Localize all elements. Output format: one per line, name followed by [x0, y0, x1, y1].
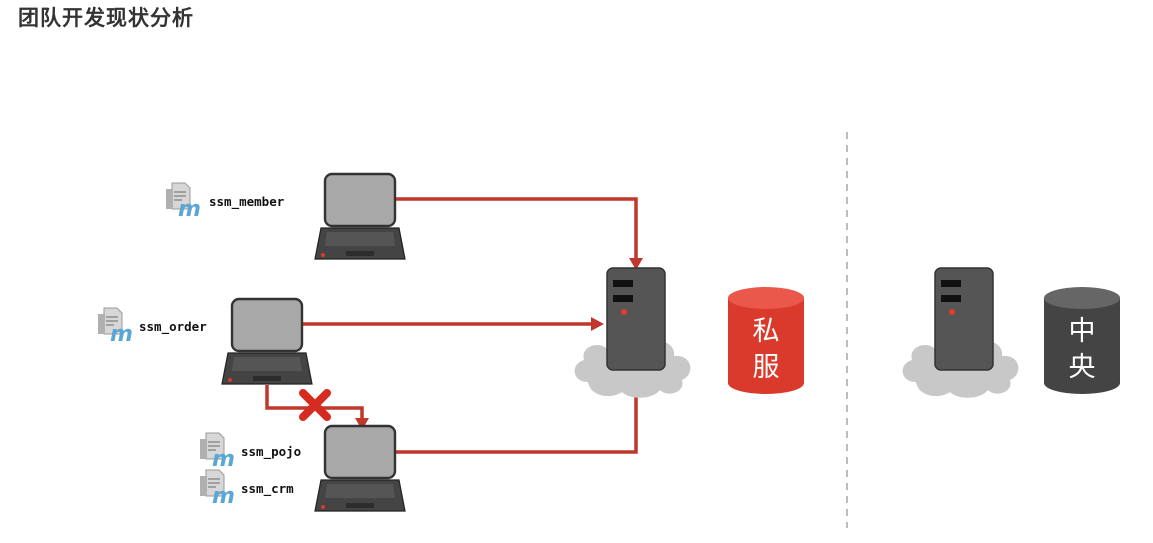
module-label-pojo: ssm_pojo: [241, 444, 301, 460]
arrow-pojo-to-private: [396, 380, 638, 454]
central-repo-label-2: 央: [1069, 352, 1096, 383]
laptop-icon-pojo: [313, 424, 407, 513]
arrow-member-to-private: [394, 197, 638, 260]
arrow-heads: [355, 258, 643, 430]
private-repo-label-1: 私: [753, 316, 780, 347]
connection-arrows: [265, 197, 638, 454]
module-label-crm: ssm_crm: [241, 481, 294, 497]
blocked-x-icon: [299, 389, 331, 421]
database-icon-private: 私 服: [728, 287, 804, 394]
database-icon-central: 中 央: [1044, 287, 1120, 394]
central-repo-label-1: 中: [1069, 316, 1096, 347]
module-label-member: ssm_member: [209, 194, 285, 210]
server-icon-central: [934, 267, 994, 371]
maven-module-icon: [97, 307, 134, 348]
maven-module-icon: [199, 469, 236, 510]
page-title: 团队开发现状分析: [18, 6, 194, 30]
private-repo-label-2: 服: [753, 352, 780, 383]
module-label-order: ssm_order: [139, 319, 207, 335]
laptop-icon-order: [220, 297, 314, 386]
maven-module-icon: [165, 182, 202, 223]
server-icon-private: [606, 267, 666, 371]
maven-module-icon: [199, 432, 236, 473]
laptop-icon-member: [313, 172, 407, 261]
